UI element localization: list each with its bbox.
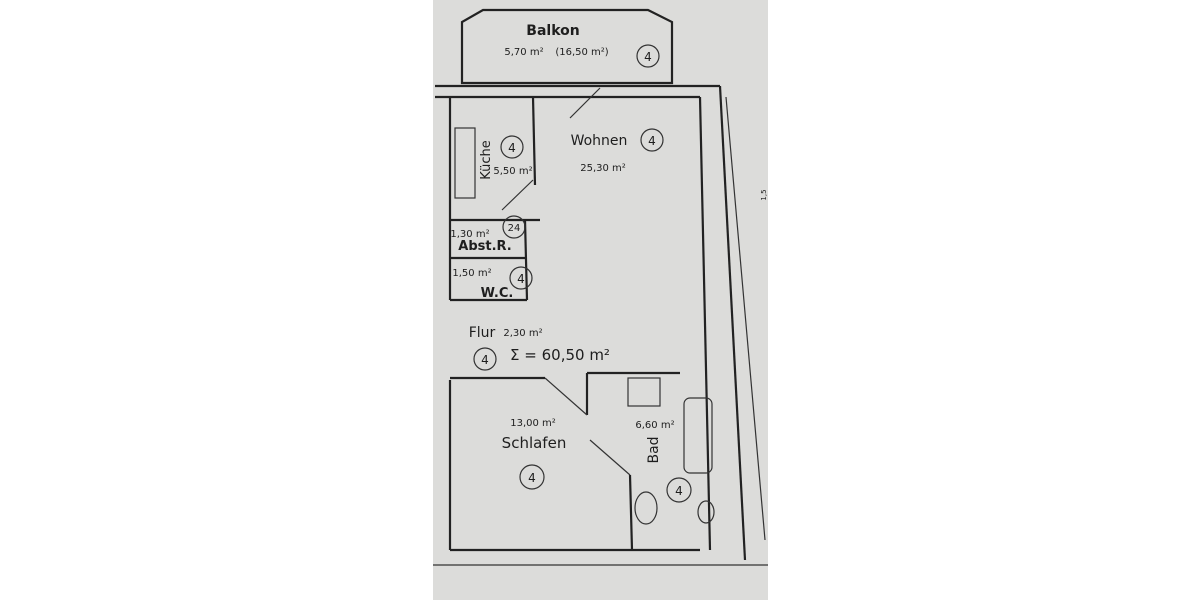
schlafen-marker-circle: [519, 464, 545, 490]
balkon-area-alt: (16,50 m²): [555, 47, 608, 58]
flur-label: Flur: [469, 325, 496, 341]
abstr-label: Abst.R.: [458, 239, 511, 254]
flur-marker: 4: [481, 353, 489, 367]
bad-label: Bad: [646, 436, 662, 463]
wc-marker-circle: [509, 266, 533, 290]
wc-marker: 4: [517, 272, 525, 286]
kueche-marker-circle: [500, 135, 524, 159]
balcony-outline: [460, 8, 674, 85]
balkon-marker-circle: [636, 44, 660, 68]
balkon-label: Balkon: [526, 23, 579, 39]
balkon-area: 5,70 m²: [504, 47, 543, 58]
kueche-label: Küche: [479, 140, 494, 180]
abstr-marker: 24: [508, 223, 521, 234]
schlafen-area: 13,00 m²: [510, 418, 556, 429]
wc-label: W.C.: [481, 286, 514, 301]
balkon-marker: 4: [644, 50, 652, 64]
wohnen-area: 25,30 m²: [580, 163, 626, 174]
flur-area: 2,30 m²: [503, 328, 542, 339]
kueche-area: 5,50 m²: [493, 166, 532, 177]
kueche-marker: 4: [508, 141, 516, 155]
wohnen-marker-circle: [640, 128, 664, 152]
walls: [433, 84, 768, 566]
flur-marker-circle: [473, 347, 497, 371]
schlafen-marker: 4: [528, 471, 536, 485]
total-area: Σ = 60,50 m²: [510, 346, 610, 364]
wc-area: 1,50 m²: [452, 268, 491, 279]
abstr-area: 1,30 m²: [450, 229, 489, 240]
bad-marker-circle: [666, 477, 692, 503]
wohnen-marker: 4: [648, 134, 656, 148]
bad-marker: 4: [675, 484, 683, 498]
schlafen-label: Schlafen: [502, 434, 567, 452]
edge-note: 1,5: [760, 189, 768, 200]
wohnen-label: Wohnen: [571, 133, 628, 149]
bad-area: 6,60 m²: [635, 420, 674, 431]
abstr-marker-circle: [502, 215, 526, 239]
